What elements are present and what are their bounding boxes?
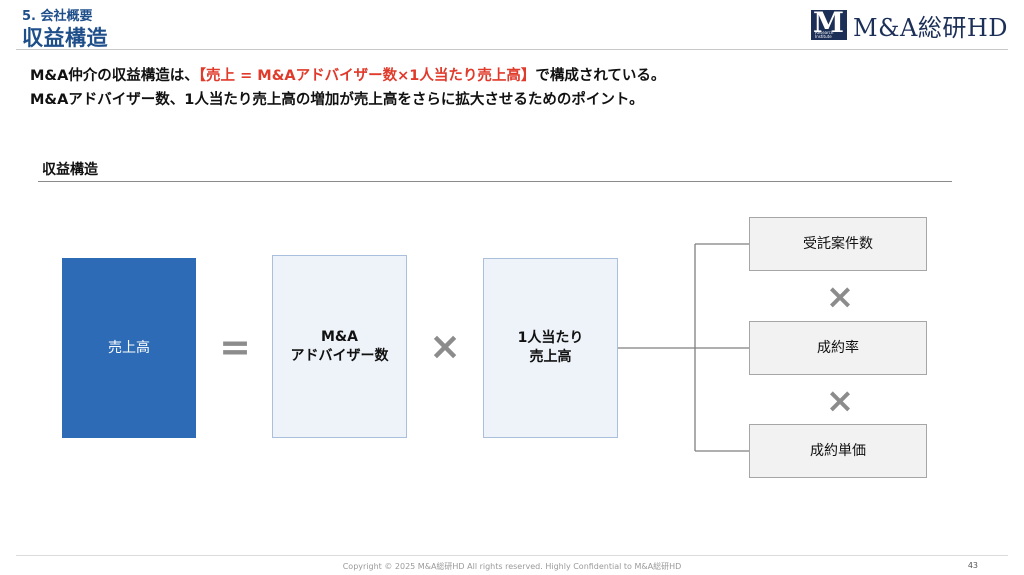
per-person-label-line-2: 売上高 — [529, 349, 572, 365]
equals-operator: = — [219, 325, 251, 369]
unit-price-box: 成約単価 — [749, 424, 927, 478]
intro-formula-highlight: 【売上 = M&Aアドバイザー数×1人当たり売上高】 — [198, 68, 536, 84]
intro-line-2: M&Aアドバイザー数、1人当たり売上高の増加が売上高をさらに拡大させるためのポイ… — [30, 92, 644, 108]
multiply-operator: × — [429, 324, 461, 368]
close-rate-label: 成約率 — [817, 339, 859, 356]
per-person-label-line-1: 1人当たり — [517, 330, 584, 346]
contract-count-label: 受託案件数 — [803, 235, 873, 252]
close-rate-box: 成約率 — [749, 321, 927, 375]
intro-line-1-pre: M&A仲介の収益構造は、 — [30, 68, 199, 84]
sales-box: 売上高 — [62, 258, 196, 438]
diagram-subtitle: 収益構造 — [42, 162, 98, 178]
advisor-label-line-1: M&A — [321, 328, 358, 345]
header-divider — [16, 49, 1008, 50]
multiply-operator: × — [825, 277, 855, 317]
advisor-count-box: M&A アドバイザー数 — [272, 255, 407, 438]
unit-price-label: 成約単価 — [810, 442, 866, 459]
contract-count-box: 受託案件数 — [749, 217, 927, 271]
section-label: 5. 会社概要 — [22, 9, 93, 24]
logo-mark-subtext: Research Institute — [815, 30, 834, 39]
multiply-operator: × — [825, 381, 855, 421]
copyright-text: Copyright © 2025 M&A総研HD All rights rese… — [342, 562, 682, 571]
advisor-label-line-2: アドバイザー数 — [290, 347, 389, 364]
logo-mark-icon: M Research Institute — [811, 10, 848, 40]
logo-mark-letter: M — [813, 10, 845, 39]
footer-divider — [16, 555, 1008, 556]
intro-line-1: M&A仲介の収益構造は、【売上 = M&Aアドバイザー数×1人当たり売上高】で構… — [30, 64, 665, 85]
company-logo: M Research Institute M&A総研HD — [811, 10, 1008, 42]
logo-text: M&A総研HD — [853, 13, 1008, 42]
intro-line-1-post: で構成されている。 — [535, 68, 666, 84]
page-title: 収益構造 — [22, 26, 108, 50]
page-number: 43 — [967, 561, 978, 570]
sales-label: 売上高 — [108, 339, 150, 356]
subtitle-divider — [38, 181, 952, 182]
sales-per-person-box: 1人当たり 売上高 — [483, 258, 618, 438]
